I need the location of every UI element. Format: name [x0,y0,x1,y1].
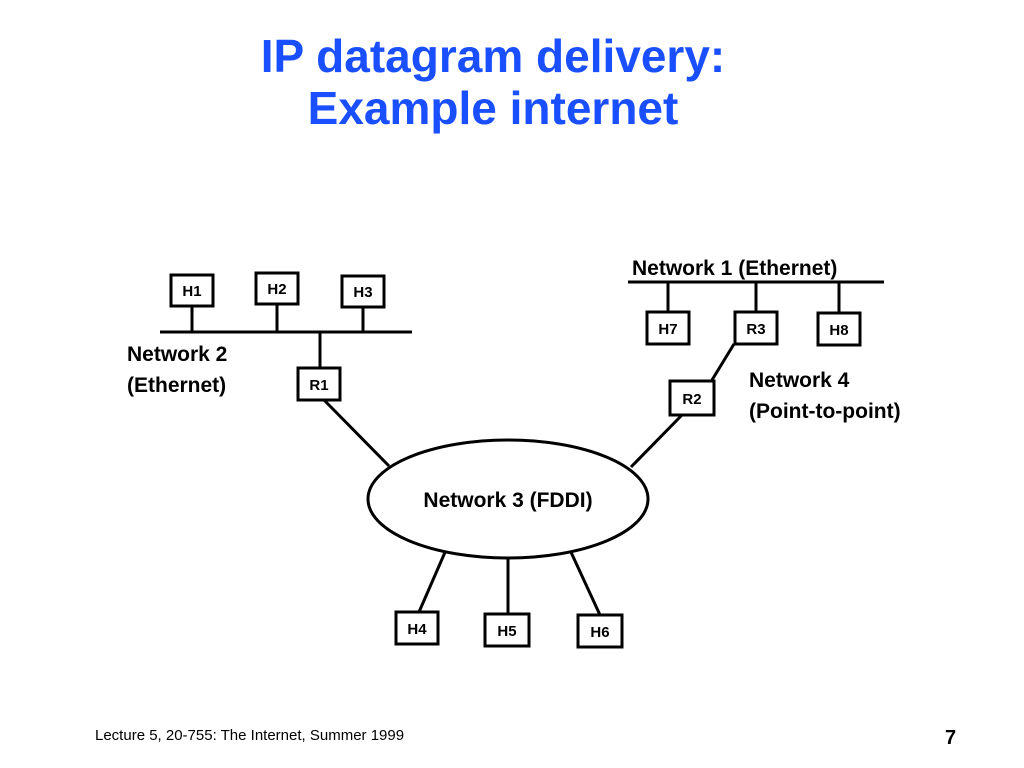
host-h2-label: H2 [267,281,286,298]
network-2-label-line-2: (Ethernet) [127,374,226,397]
host-h7-box [645,310,691,346]
router-r2-box [668,379,716,417]
slide-title-line-1: IP datagram delivery: [260,30,726,82]
host-h4-label: H4 [407,621,427,638]
r2-fddi-link [629,413,684,469]
network-1-label: Network 1 (Ethernet) [632,257,837,280]
host-h1-label: H1 [182,283,201,300]
host-h6-label: H6 [590,624,609,641]
network-4-label-line-1: Network 4 [749,369,850,392]
router-r1-box [296,366,342,402]
host-h7-label: H7 [658,321,677,338]
host-h5-box [483,612,531,648]
host-h8-label: H8 [829,322,848,339]
router-r1-label: R1 [309,377,328,394]
network-3-ring [366,438,650,560]
network-4-link [710,343,736,381]
host-h6-box [576,613,624,649]
slide-title: IP datagram delivery: Example internet [0,30,986,134]
network-4-label-line-2: (Point-to-point) [749,400,901,423]
host-h3-label: H3 [353,284,372,301]
r1-fddi-link [322,398,391,468]
host-h1-box [169,273,215,308]
slide-footer: Lecture 5, 20-755: The Internet, Summer … [95,727,405,744]
slide-title-line-2: Example internet [307,82,679,134]
network-2-label-line-1: Network 2 [127,343,227,366]
host-h4-box [394,610,440,646]
router-r2-label: R2 [682,391,701,408]
host-h5-label: H5 [497,623,516,640]
page-number: 7 [945,727,957,749]
host-h2-box [254,271,300,306]
host-h8-box [816,311,862,347]
host-h3-box [340,274,386,309]
network-3-label: Network 3 (FDDI) [423,489,592,512]
h4-fddi-link [417,549,448,613]
router-r3-box [733,310,779,346]
router-r3-label: R3 [746,321,765,338]
h6-fddi-link [568,549,602,616]
